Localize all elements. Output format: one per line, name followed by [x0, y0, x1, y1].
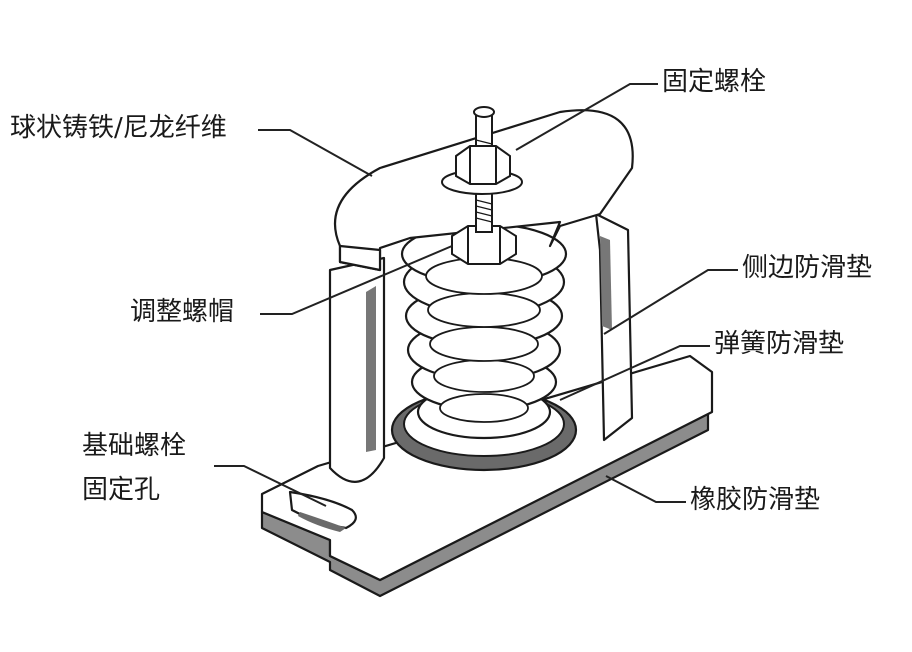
leader-spring-pad [559, 345, 710, 401]
leader-side-pad [603, 269, 738, 335]
housing-left-wall-inner [366, 286, 376, 452]
label-fixing-bolt: 固定螺栓 [662, 67, 767, 97]
label-base-hole-line2: 固定孔 [82, 475, 161, 505]
label-base-hole-line1: 基础螺栓 [82, 431, 187, 461]
leader-housing [258, 129, 373, 177]
bolt-tip [473, 106, 495, 118]
label-spring-pad: 弹簧防滑垫 [714, 329, 845, 359]
label-side-pad: 侧边防滑垫 [742, 253, 873, 283]
housing-top-cap-lip [338, 244, 382, 272]
spring-coil-holes [425, 257, 543, 423]
leader-rubber-pad [605, 475, 686, 503]
leader-fixing-bolt [515, 83, 658, 151]
housing-right-wall-inner [600, 236, 612, 330]
leader-base-hole [214, 465, 327, 507]
label-housing: 球状铸铁/尼龙纤维 [10, 113, 227, 143]
label-adjust-nut: 调整螺帽 [130, 297, 235, 327]
base-bolt-slot-shadow [298, 512, 346, 532]
label-rubber-pad: 橡胶防滑垫 [690, 485, 821, 515]
leader-adjust-nut [260, 245, 453, 315]
fixing-bolt-nut [455, 145, 511, 185]
